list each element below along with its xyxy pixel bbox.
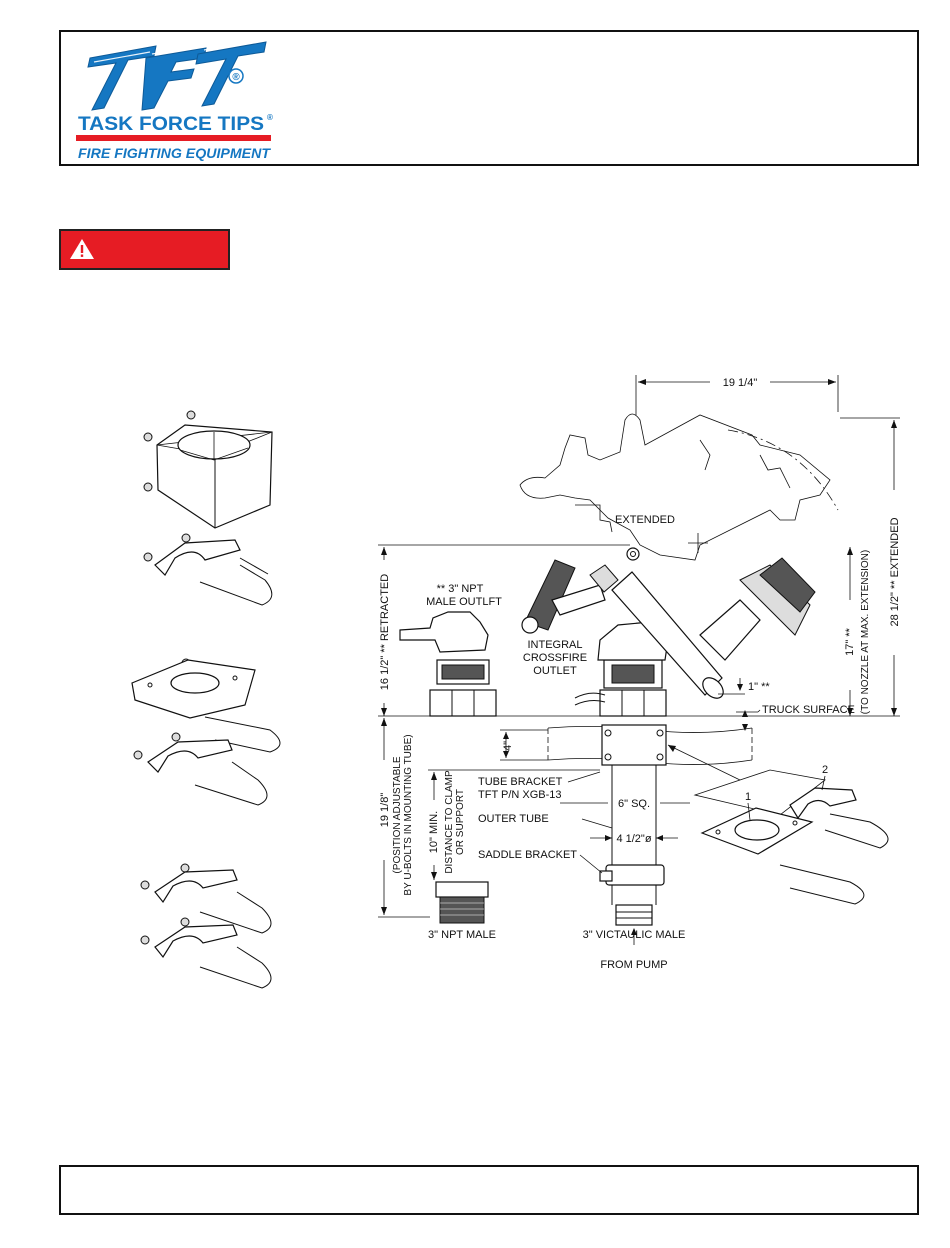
svg-text:TFT P/N XGB-13: TFT P/N XGB-13 bbox=[478, 789, 562, 801]
logo-red-bar bbox=[76, 135, 271, 141]
svg-text:(TO NOZZLE AT MAX. EXTENSION): (TO NOZZLE AT MAX. EXTENSION) bbox=[860, 550, 871, 714]
tft-logo-mark: ® TASK FORCE TIPS ® FIRE FIGHTING EQUIPM… bbox=[76, 39, 273, 161]
svg-text:6" SQ.: 6" SQ. bbox=[618, 798, 650, 810]
detail-plate-saddle: 1 2 bbox=[693, 764, 889, 905]
svg-text:OR SUPPORT: OR SUPPORT bbox=[455, 789, 466, 855]
svg-text:TUBE BRACKET: TUBE BRACKET bbox=[478, 776, 563, 788]
monitor-installation-drawing: 19 1/4" EXTENDED 28 1/2" ** EXTENDED 17"… bbox=[131, 375, 901, 989]
truck-surface: TRUCK SURFACE bbox=[547, 704, 855, 765]
svg-text:INTEGRAL: INTEGRAL bbox=[527, 639, 582, 651]
svg-text:OUTER TUBE: OUTER TUBE bbox=[478, 813, 549, 825]
svg-text:10" MIN.: 10" MIN. bbox=[428, 811, 440, 853]
victaulic-male-label: 3" VICTAULIC MALE bbox=[583, 929, 686, 941]
callout-tube-bracket: TUBE BRACKET TFT P/N XGB-13 bbox=[478, 771, 601, 801]
warning-banner bbox=[59, 229, 230, 270]
svg-text:4": 4" bbox=[502, 741, 514, 751]
dim-offset: 1" ** bbox=[718, 678, 770, 695]
dim-tube-square: 6" SQ. bbox=[560, 798, 690, 810]
svg-text:(POSITION ADJUSTABLE: (POSITION ADJUSTABLE bbox=[392, 756, 403, 873]
callout-saddle-bracket: SADDLE BRACKET bbox=[478, 849, 603, 874]
svg-text:3" NPT MALE: 3" NPT MALE bbox=[428, 929, 496, 941]
dim-truck-gap: 4" bbox=[500, 729, 548, 761]
dim-retracted-height: 16 1/2" ** RETRACTED bbox=[378, 544, 630, 716]
monitor-retracted: INTEGRAL CROSSFIRE OUTLET bbox=[521, 547, 816, 717]
dim-extended-height: 28 1/2" ** EXTENDED bbox=[840, 417, 901, 716]
dim-tube-diameter: 4 1/2"ø bbox=[590, 833, 678, 845]
warning-triangle-icon bbox=[70, 239, 94, 259]
dim-nozzle-height: 17" ** (TO NOZZLE AT MAX. EXTENSION) bbox=[844, 547, 871, 716]
svg-text:®: ® bbox=[267, 113, 273, 122]
brand-name: TASK FORCE TIPS bbox=[78, 114, 264, 135]
dim-top-width: 19 1/4" bbox=[635, 375, 839, 415]
svg-text:1" **: 1" ** bbox=[748, 681, 770, 693]
extended-label: EXTENDED bbox=[615, 514, 675, 526]
mounting-tube bbox=[599, 724, 741, 945]
svg-text:** 3" NPT: ** 3" NPT bbox=[437, 583, 484, 595]
mount-kit-option-3 bbox=[140, 863, 272, 989]
header-box bbox=[59, 30, 919, 166]
extended-outline: EXTENDED bbox=[519, 413, 839, 561]
svg-text:OUTLET: OUTLET bbox=[533, 665, 577, 677]
svg-text:®: ® bbox=[232, 72, 240, 83]
footer-box bbox=[59, 1165, 919, 1215]
svg-text:TRUCK SURFACE: TRUCK SURFACE bbox=[762, 704, 855, 716]
svg-text:SADDLE BRACKET: SADDLE BRACKET bbox=[478, 849, 577, 861]
callout-outer-tube: OUTER TUBE bbox=[478, 813, 613, 829]
item-1-label: 1 bbox=[745, 791, 751, 803]
svg-text:CROSSFIRE: CROSSFIRE bbox=[523, 652, 587, 664]
svg-text:17" **: 17" ** bbox=[844, 627, 856, 655]
svg-text:4 1/2"ø: 4 1/2"ø bbox=[616, 833, 651, 845]
svg-text:DISTANCE TO CLAMP: DISTANCE TO CLAMP bbox=[444, 770, 455, 874]
from-pump-label: FROM PUMP bbox=[600, 959, 667, 971]
mount-kit-option-1 bbox=[143, 410, 273, 606]
item-2-label: 2 bbox=[822, 764, 828, 776]
svg-text:19 1/8": 19 1/8" bbox=[379, 793, 391, 828]
dim-top-width-label: 19 1/4" bbox=[723, 377, 758, 389]
npt-outlet-assembly: ** 3" NPT MALE OUTLFT bbox=[399, 583, 502, 717]
svg-text:16 1/2" ** RETRACTED: 16 1/2" ** RETRACTED bbox=[379, 574, 391, 690]
svg-text:BY U-BOLTS IN MOUNTING TUBE): BY U-BOLTS IN MOUNTING TUBE) bbox=[403, 734, 414, 895]
dim-extended-height-label: 28 1/2" ** EXTENDED bbox=[889, 517, 901, 626]
brand-tagline: FIRE FIGHTING EQUIPMENT bbox=[78, 145, 271, 161]
dim-min-clamp: 10" MIN. DISTANCE TO CLAMP OR SUPPORT bbox=[428, 769, 600, 880]
tft-logo: ® TASK FORCE TIPS ® FIRE FIGHTING EQUIPM… bbox=[76, 39, 281, 165]
npt-male-fitting: 3" NPT MALE bbox=[428, 881, 496, 941]
svg-text:MALE OUTLFT: MALE OUTLFT bbox=[426, 596, 502, 608]
mount-kit-option-2 bbox=[131, 658, 281, 806]
